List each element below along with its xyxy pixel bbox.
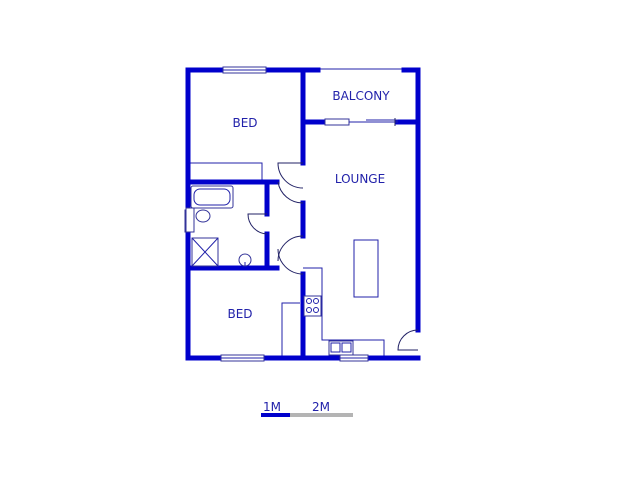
toilet-icon bbox=[185, 207, 211, 233]
room-label-balcony: BALCONY bbox=[332, 89, 390, 103]
scale-label-1m: 1M bbox=[263, 400, 281, 414]
interior-lines bbox=[189, 68, 405, 356]
bathtub-icon bbox=[190, 185, 234, 209]
sliding-door bbox=[324, 118, 398, 126]
scale-label-2m: 2M bbox=[312, 400, 330, 414]
stove-icon bbox=[303, 295, 322, 317]
room-label-bed-top: BED bbox=[232, 116, 257, 130]
basin-icon bbox=[238, 253, 252, 267]
door-swings bbox=[247, 162, 419, 351]
kitchen-sink-icon bbox=[328, 340, 354, 356]
shower-icon bbox=[191, 237, 219, 267]
windows bbox=[184, 66, 369, 362]
room-label-lounge: LOUNGE bbox=[335, 172, 385, 186]
scale-bar: 1M 2M bbox=[261, 400, 353, 417]
room-label-bed-bottom: BED bbox=[227, 307, 252, 321]
walls bbox=[185, 67, 421, 361]
kitchen-island bbox=[353, 239, 379, 298]
